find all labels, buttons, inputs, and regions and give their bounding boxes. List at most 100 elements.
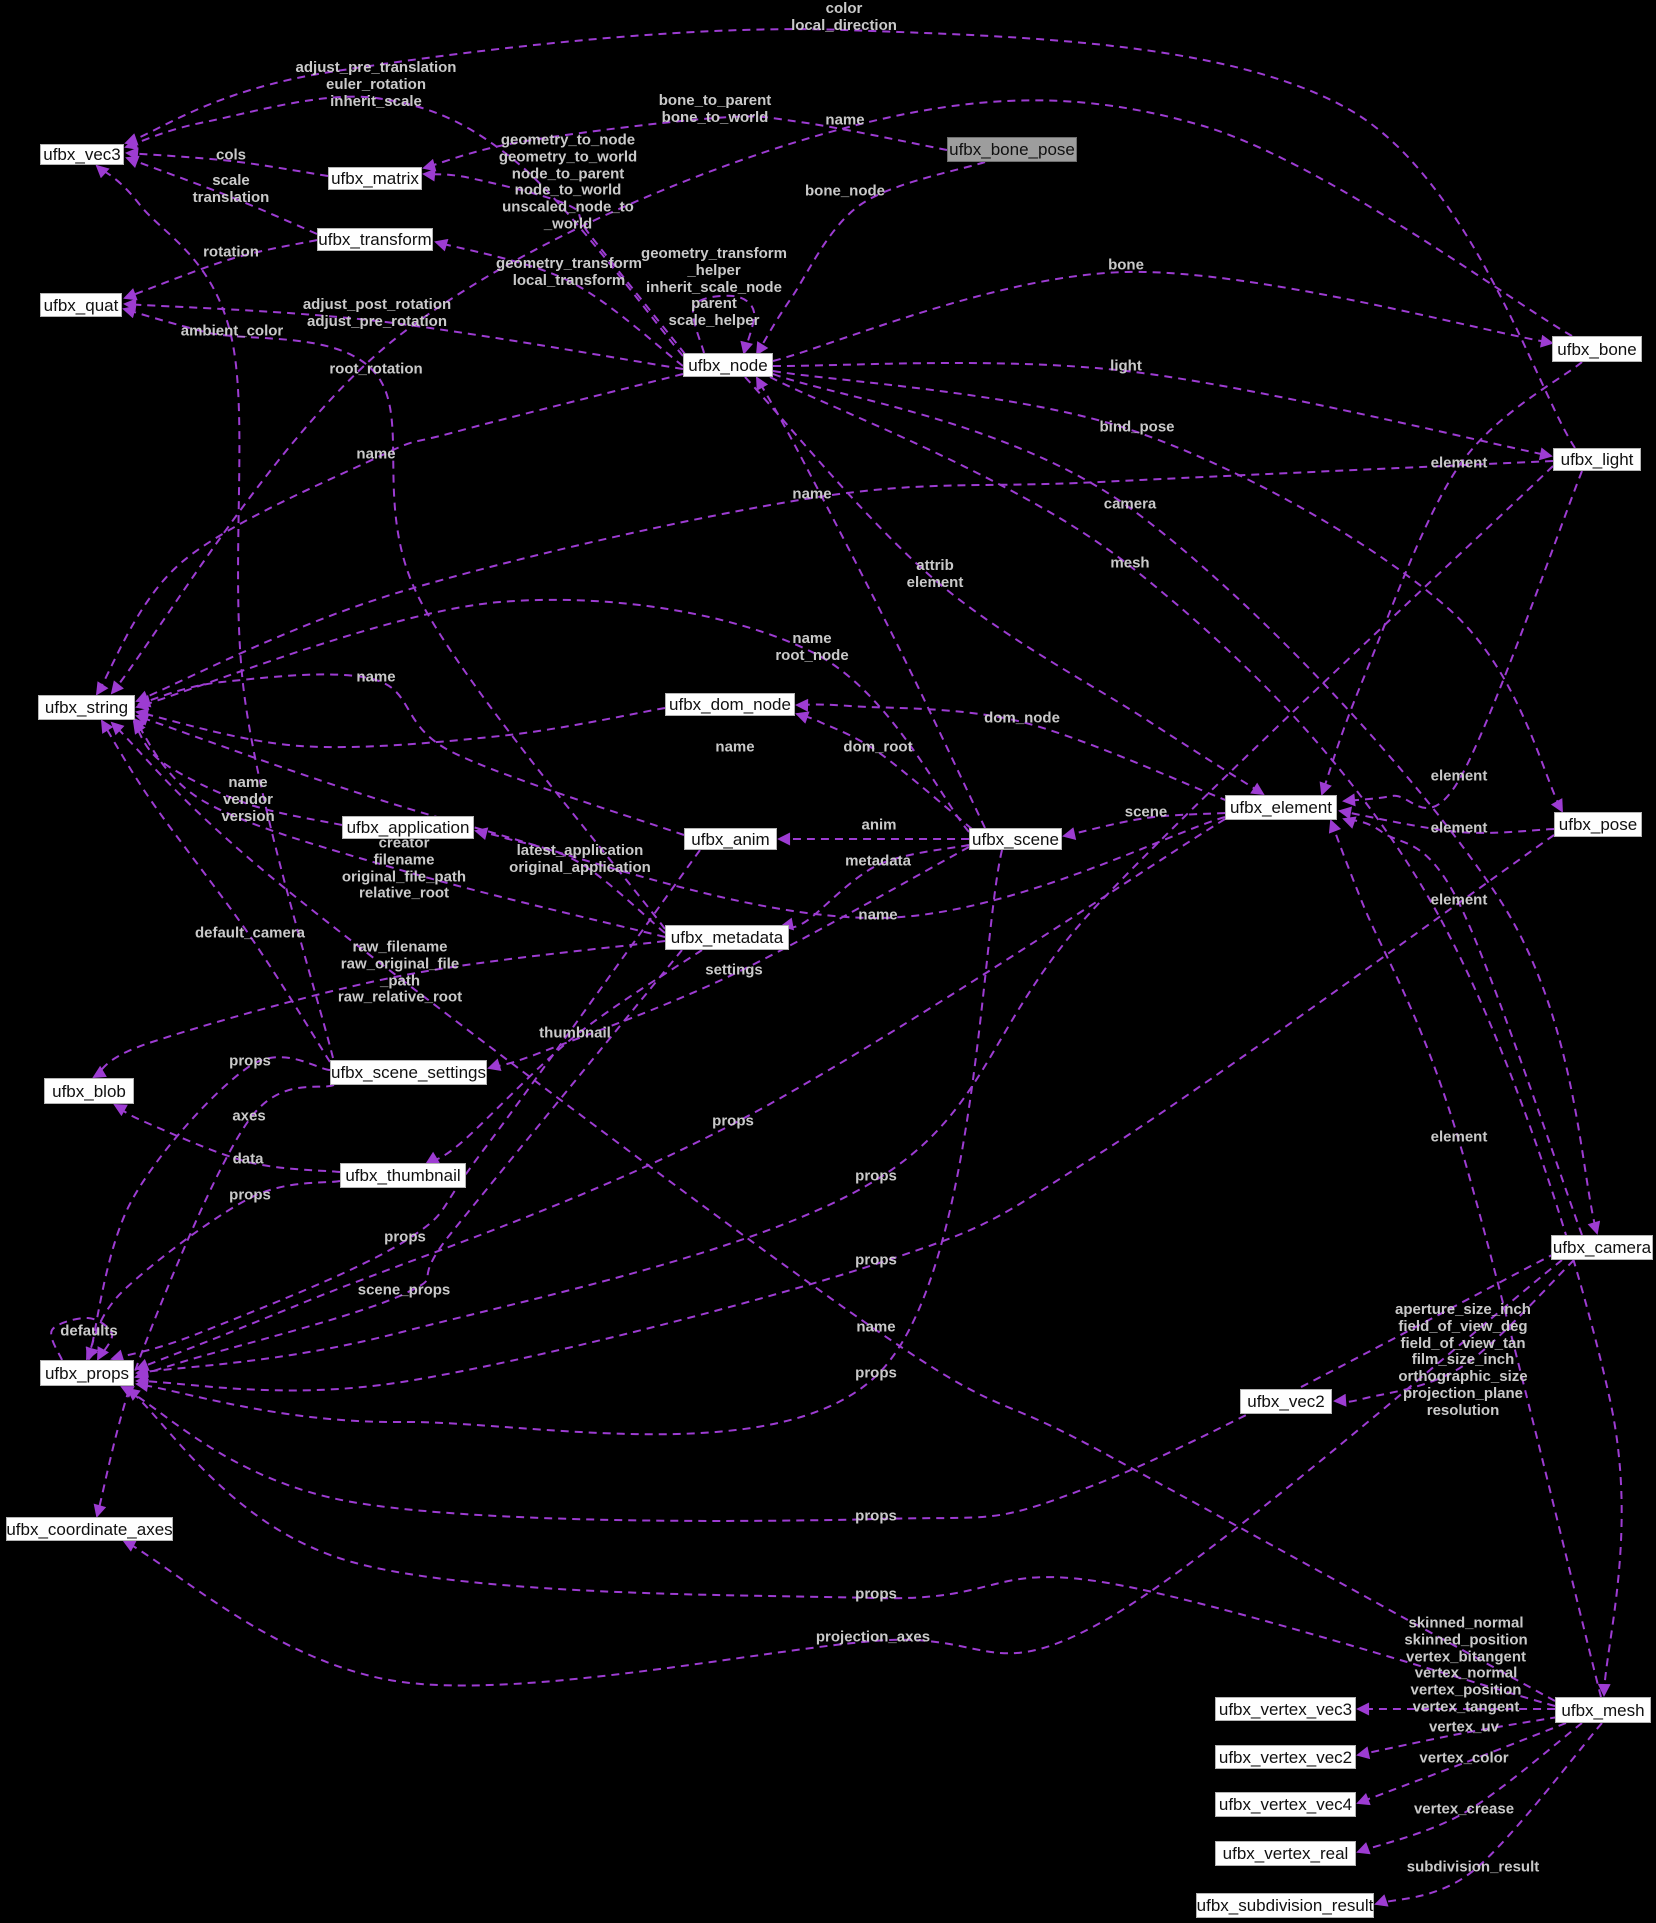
edge-ufbx_node-to-ufbx_element [744, 376, 1265, 796]
edge-ufbx_node-to-ufbx_light [772, 361, 1553, 461]
edge-label: metadata [845, 852, 911, 870]
edge-label: subdivision_result [1406, 1858, 1540, 1876]
edge-ufbx_matrix-to-ufbx_vec3 [125, 147, 329, 177]
edge-label: axes [232, 1107, 266, 1125]
node-ufbx_vertex_vec2[interactable]: ufbx_vertex_vec2 [1215, 1745, 1356, 1769]
node-ufbx_scene[interactable]: ufbx_scene [969, 828, 1062, 850]
edge-label: dom_node [984, 709, 1060, 727]
edge-ufbx_pose-to-ufbx_props [135, 834, 1555, 1392]
edge-label: thumbnail [539, 1024, 611, 1042]
edge-label: name [356, 445, 396, 463]
node-ufbx_vec3[interactable]: ufbx_vec3 [40, 144, 124, 165]
edge-ufbx_mesh-to-ufbx_string [110, 721, 1556, 1702]
node-ufbx_string[interactable]: ufbx_string [38, 695, 135, 720]
edge-ufbx_scene_settings-to-ufbx_props [85, 1056, 331, 1361]
edge-label: scene [1124, 803, 1168, 821]
edge-label: settings [705, 961, 763, 979]
edge-label: adjust_pre_translation euler_rotation in… [295, 58, 457, 110]
edge-ufbx_camera-to-ufbx_coordinate_axes [122, 1259, 1563, 1687]
edge-label: vertex_uv [1428, 1718, 1500, 1736]
edge-ufbx_mesh-to-ufbx_element [1328, 819, 1602, 1698]
edge-ufbx_light-to-ufbx_string [135, 460, 1554, 703]
node-ufbx_coordinate_axes[interactable]: ufbx_coordinate_axes [6, 1517, 173, 1541]
edge-ufbx_camera-to-ufbx_props [120, 1252, 1557, 1522]
edge-ufbx_metadata-to-ufbx_blob [92, 940, 666, 1079]
edge-label: scene_props [357, 1281, 451, 1299]
edge-ufbx_thumbnail-to-ufbx_blob [113, 1104, 341, 1173]
node-ufbx_matrix[interactable]: ufbx_matrix [328, 167, 422, 190]
node-ufbx_node[interactable]: ufbx_node [683, 353, 773, 377]
edge-label: props [229, 1052, 271, 1070]
edge-label: root_rotation [329, 360, 423, 378]
edge-label: name vendor version [221, 773, 275, 825]
edge-ufbx_mesh-to-ufbx_props [126, 1387, 1556, 1707]
edge-ufbx_node-to-ufbx_string [95, 373, 684, 696]
edge-label: props [855, 1251, 897, 1269]
edge-ufbx_node-to-ufbx_quat [123, 298, 684, 370]
edge-ufbx_node-to-ufbx_mesh [769, 376, 1623, 1697]
edge-ufbx_dom_node-to-ufbx_string [135, 707, 666, 749]
edge-ufbx_scene_settings-to-ufbx_string [100, 719, 331, 1063]
edge-ufbx_camera-to-ufbx_vec2 [1333, 1259, 1575, 1407]
node-ufbx_dom_node[interactable]: ufbx_dom_node [665, 693, 795, 716]
edge-label: projection_axes [815, 1628, 931, 1646]
edge-ufbx_node-to-ufbx_bone [772, 270, 1554, 362]
edge-label: props [712, 1112, 754, 1130]
edge-ufbx_mesh-to-ufbx_subdivision_result [1374, 1722, 1603, 1907]
edge-ufbx_scene-to-ufbx_scene_settings [487, 846, 970, 1071]
edge-label: element [1430, 819, 1488, 837]
node-ufbx_subdivision_result[interactable]: ufbx_subdivision_result [1196, 1893, 1374, 1918]
edge-label: defaults [60, 1322, 118, 1340]
edge-label: default_camera [194, 924, 306, 942]
edge-label: vertex_color [1419, 1749, 1509, 1767]
edge-label: name [825, 111, 865, 129]
edge-ufbx_node-to-ufbx_matrix [422, 168, 686, 355]
node-ufbx_vec2[interactable]: ufbx_vec2 [1240, 1389, 1332, 1414]
edge-ufbx_metadata-to-ufbx_props [134, 949, 683, 1380]
edge-label: light [1110, 357, 1142, 375]
edge-ufbx_scene-to-ufbx_props [135, 849, 1003, 1436]
edge-label: adjust_post_rotation adjust_pre_rotation [302, 296, 452, 330]
edge-ufbx_element-to-ufbx_scene [1062, 812, 1226, 840]
edge-ufbx_thumbnail-to-ufbx_props [86, 1180, 341, 1361]
node-ufbx_application[interactable]: ufbx_application [342, 816, 474, 839]
node-ufbx_transform[interactable]: ufbx_transform [317, 228, 433, 251]
node-ufbx_bone[interactable]: ufbx_bone [1552, 336, 1642, 362]
edge-label: data [232, 1150, 264, 1168]
edge-ufbx_element-to-ufbx_string [135, 713, 1226, 920]
node-ufbx_metadata[interactable]: ufbx_metadata [665, 925, 789, 950]
node-ufbx_pose[interactable]: ufbx_pose [1554, 812, 1642, 837]
edge-label: name root_node [775, 630, 849, 664]
node-ufbx_bone_pose[interactable]: ufbx_bone_pose [947, 137, 1077, 162]
node-ufbx_scene_settings[interactable]: ufbx_scene_settings [330, 1060, 487, 1085]
node-ufbx_vertex_vec3[interactable]: ufbx_vertex_vec3 [1215, 1697, 1356, 1721]
node-ufbx_quat[interactable]: ufbx_quat [40, 293, 122, 317]
edge-label: creator filename original_file_path rela… [341, 834, 467, 902]
node-ufbx_camera[interactable]: ufbx_camera [1551, 1235, 1653, 1260]
edge-label: element [1430, 1128, 1488, 1146]
edge-label: scale translation [192, 172, 270, 206]
edge-label: vertex_crease [1413, 1800, 1515, 1818]
edge-label: name [858, 906, 898, 924]
node-ufbx_props[interactable]: ufbx_props [40, 1360, 134, 1386]
node-ufbx_blob[interactable]: ufbx_blob [44, 1078, 134, 1104]
node-ufbx_anim[interactable]: ufbx_anim [684, 828, 777, 850]
edge-ufbx_anim-to-ufbx_string [137, 673, 685, 836]
edge-label: dom_root [843, 738, 913, 756]
edge-ufbx_light-to-ufbx_vec3 [124, 28, 1576, 449]
edge-label: bind_pose [1099, 418, 1175, 436]
edge-ufbx_node-to-ufbx_transform [434, 238, 684, 367]
node-ufbx_vertex_real[interactable]: ufbx_vertex_real [1215, 1841, 1356, 1866]
node-ufbx_thumbnail[interactable]: ufbx_thumbnail [340, 1163, 466, 1188]
edge-label: color local_direction [791, 0, 897, 34]
node-ufbx_vertex_vec4[interactable]: ufbx_vertex_vec4 [1215, 1792, 1356, 1817]
node-ufbx_light[interactable]: ufbx_light [1553, 448, 1641, 471]
edge-ufbx_scene-to-ufbx_node [756, 376, 986, 829]
edge-label: mesh [1110, 554, 1150, 572]
node-ufbx_element[interactable]: ufbx_element [1225, 795, 1337, 820]
edge-ufbx_node-to-ufbx_vec3 [124, 95, 684, 357]
edge-label: bone_to_parent bone_to_world [658, 92, 772, 126]
edge-ufbx_mesh-to-ufbx_vertex_real [1356, 1722, 1583, 1855]
node-ufbx_mesh[interactable]: ufbx_mesh [1555, 1697, 1651, 1723]
